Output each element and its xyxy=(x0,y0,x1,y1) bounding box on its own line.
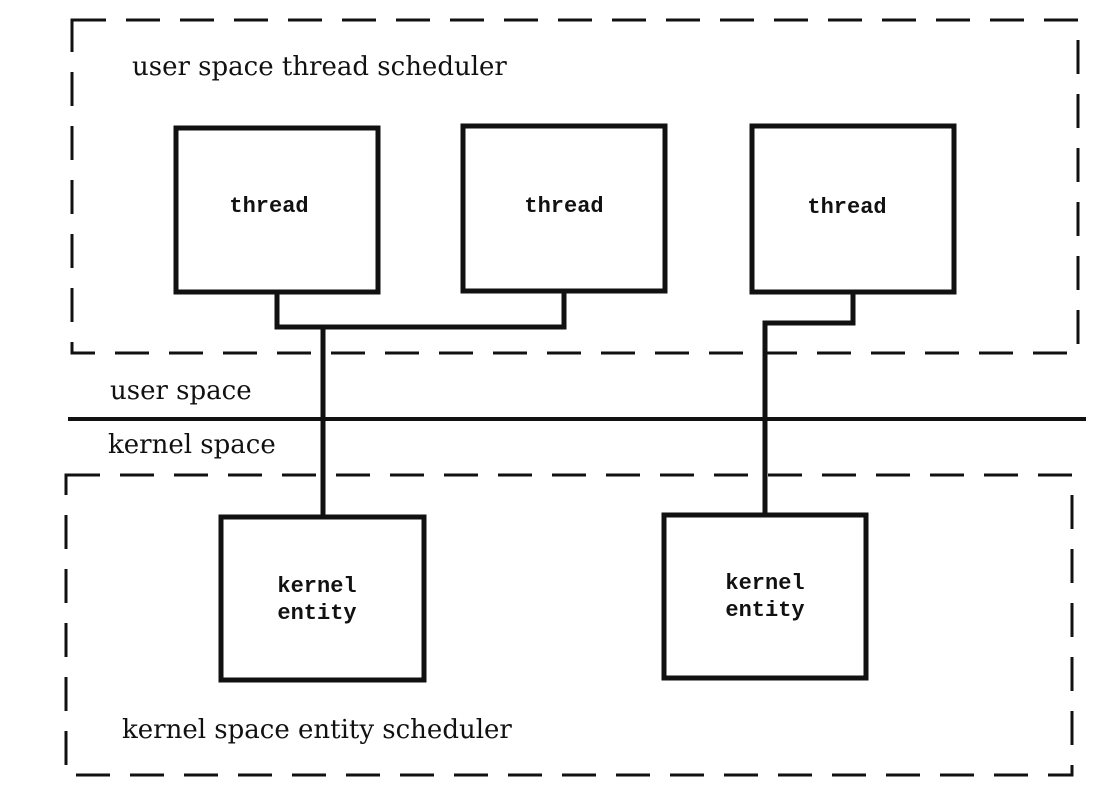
kernel-entity-label-line2: entity xyxy=(725,598,804,623)
kernel-entity-label-line1: kernel xyxy=(277,574,356,599)
connections xyxy=(274,292,856,517)
user-scheduler-border xyxy=(70,18,1080,355)
kernel-scheduler-region: kernel space entity scheduler xyxy=(64,473,1074,777)
wire-threads-1-2-to-kernel-1 xyxy=(274,292,567,517)
thread-label: thread xyxy=(229,194,308,219)
kernel-scheduler-label: kernel space entity scheduler xyxy=(122,715,512,745)
kernel-entity-box-border xyxy=(218,514,427,683)
thread-box: thread xyxy=(460,123,668,294)
thread-label: thread xyxy=(524,194,603,219)
thread-box: thread xyxy=(749,123,957,295)
thread-box: thread xyxy=(173,125,381,295)
thread-label: thread xyxy=(807,195,886,220)
kernel-entity-label-line1: kernel xyxy=(725,571,804,596)
kernel-scheduler-border xyxy=(64,473,1074,777)
space-boundary: user space kernel space xyxy=(68,376,1086,460)
thread-box-border xyxy=(173,125,381,295)
wire-thread-3-to-kernel-2 xyxy=(762,292,856,515)
kernel-entity-label-line2: entity xyxy=(277,601,356,626)
kernel-entity-box: kernel entity xyxy=(661,512,869,681)
user-scheduler-label: user space thread scheduler xyxy=(132,52,507,82)
kernel-entity-box: kernel entity xyxy=(218,514,427,683)
thread-box-border xyxy=(460,123,668,294)
kernel-space-label: kernel space xyxy=(108,430,276,460)
user-scheduler-region: user space thread scheduler xyxy=(70,18,1080,355)
kernel-entity-box-border xyxy=(661,512,869,681)
user-space-label: user space xyxy=(110,376,252,406)
thread-box-border xyxy=(749,123,957,295)
